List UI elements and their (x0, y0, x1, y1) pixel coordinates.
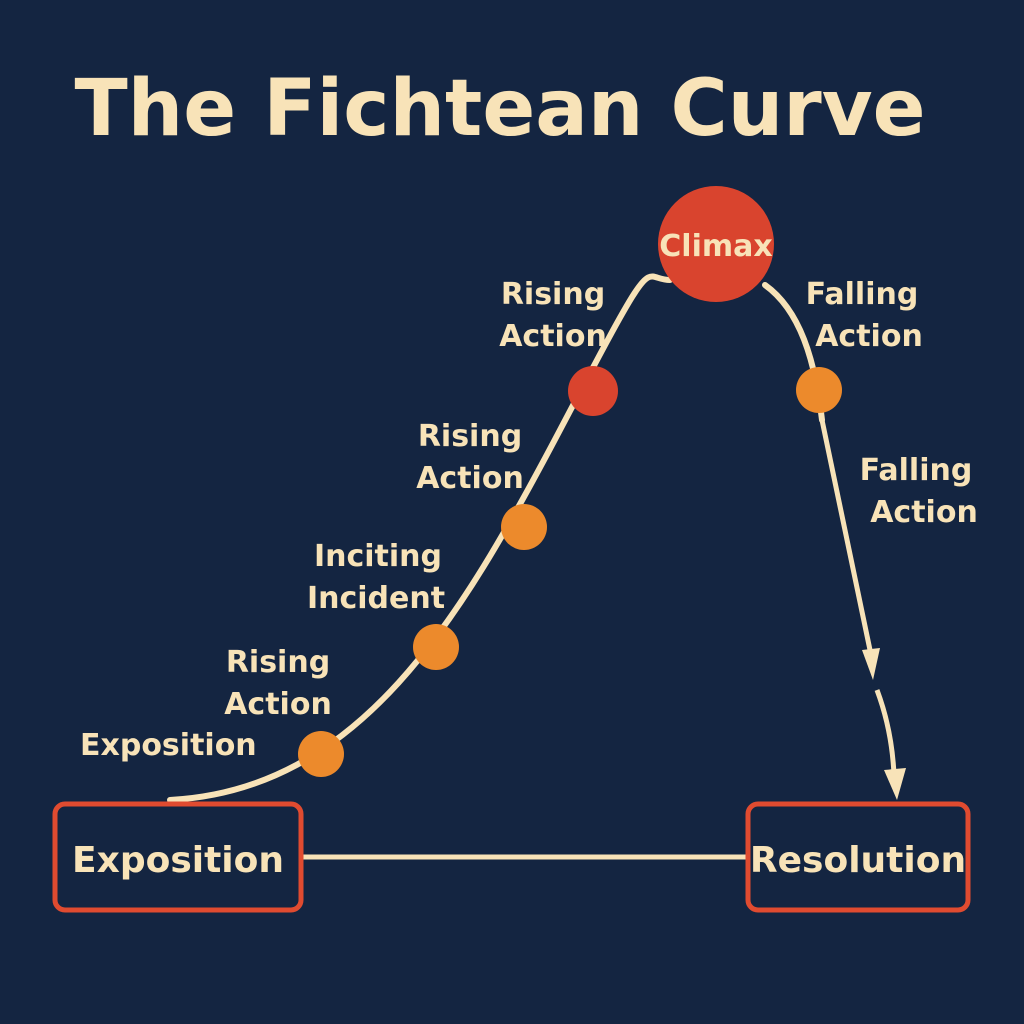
label-rising-action-1-line2: Action (224, 687, 332, 722)
label-falling-action-1-line1: Falling (806, 277, 919, 312)
label-rising-action-2-line2: Action (416, 461, 524, 496)
climax-circle (658, 186, 774, 302)
label-rising-action-2-line1: Rising (418, 419, 522, 454)
exposition-box (52, 801, 304, 913)
label-rising-action-3-line2: Action (499, 319, 607, 354)
label-inciting-incident-line1: Inciting (314, 539, 442, 574)
diagram-title: The Fichtean Curve (74, 64, 925, 154)
resolution-box-label: Resolution (750, 840, 966, 881)
point-inciting-incident (413, 624, 459, 670)
label-falling-action-2-line1: Falling (860, 453, 973, 488)
resolution-box (745, 801, 971, 913)
label-falling-action-1-line2: Action (815, 319, 923, 354)
label-inciting-incident-line2: Incident (307, 581, 445, 616)
point-falling-action-1 (796, 367, 842, 413)
falling-arrowhead-1 (862, 648, 880, 680)
climax-label: Climax (659, 229, 772, 264)
falling-arrowhead-2 (884, 768, 906, 800)
point-rising-action-3 (568, 366, 618, 416)
falling-arrow-line-1 (819, 419, 873, 651)
falling-arrow-line-2 (874, 689, 897, 776)
point-rising-action-2 (501, 504, 547, 550)
exposition-box-label: Exposition (72, 840, 284, 881)
point-rising-action-1 (298, 731, 344, 777)
label-exposition: Exposition (80, 728, 257, 763)
label-rising-action-3-line1: Rising (501, 277, 605, 312)
label-falling-action-2-line2: Action (870, 495, 978, 530)
label-rising-action-1-line1: Rising (226, 645, 330, 680)
